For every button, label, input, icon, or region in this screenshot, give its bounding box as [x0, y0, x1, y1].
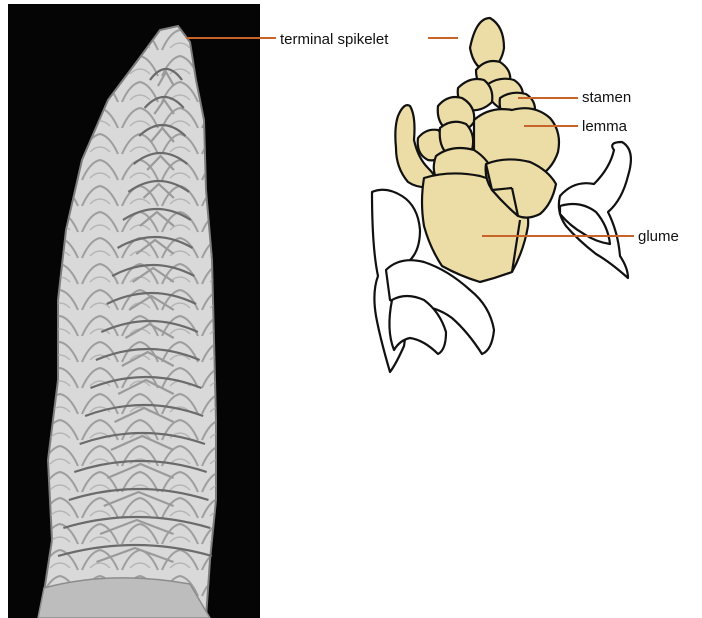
label-terminal-spikelet: terminal spikelet	[280, 31, 389, 48]
label-lemma: lemma	[582, 118, 628, 135]
sem-micrograph	[8, 4, 260, 618]
spike-base	[38, 578, 210, 618]
label-stamen: stamen	[582, 89, 631, 106]
spikelet-drawing	[372, 18, 631, 372]
label-glume: glume	[638, 228, 679, 245]
